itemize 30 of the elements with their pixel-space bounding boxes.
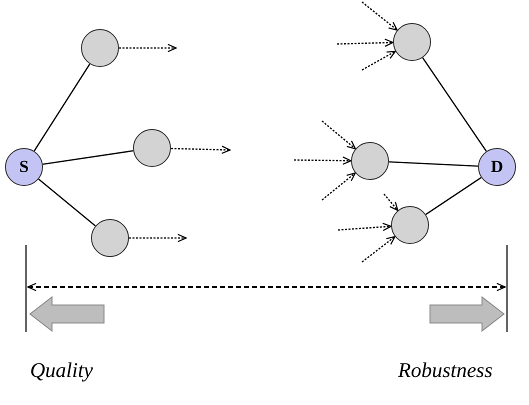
dotted-arrow xyxy=(294,156,352,165)
dotted-arrow xyxy=(322,120,356,150)
labeled-circle xyxy=(5,148,43,186)
dotted-arrow xyxy=(362,50,396,71)
dotted-arrow xyxy=(336,38,394,47)
connector-line xyxy=(38,178,96,226)
relay-circle xyxy=(81,29,119,67)
connector-line xyxy=(388,161,478,167)
dotted-arrow xyxy=(362,2,398,31)
connector-line xyxy=(425,177,482,215)
node-label: S xyxy=(19,157,29,177)
dotted-arrow xyxy=(384,194,398,212)
dotted-arrow xyxy=(129,234,187,242)
dotted-arrow xyxy=(362,236,396,263)
relay-circle xyxy=(391,206,429,244)
relay-circle xyxy=(393,23,431,61)
dotted-arrow xyxy=(338,222,392,232)
relay-circle xyxy=(351,142,389,180)
connector-line xyxy=(34,64,90,152)
relay-circle xyxy=(91,219,129,257)
dotted-arrow xyxy=(119,44,177,52)
labeled-circle xyxy=(478,148,516,186)
axis-label: Robustness xyxy=(398,358,492,383)
dotted-arrow xyxy=(170,146,231,154)
relay-circle xyxy=(133,129,171,167)
axis-label: Quality xyxy=(30,358,93,383)
connector-line xyxy=(42,150,134,165)
node-label: D xyxy=(490,157,504,177)
dotted-arrow xyxy=(322,172,356,200)
connector-line xyxy=(422,57,487,152)
